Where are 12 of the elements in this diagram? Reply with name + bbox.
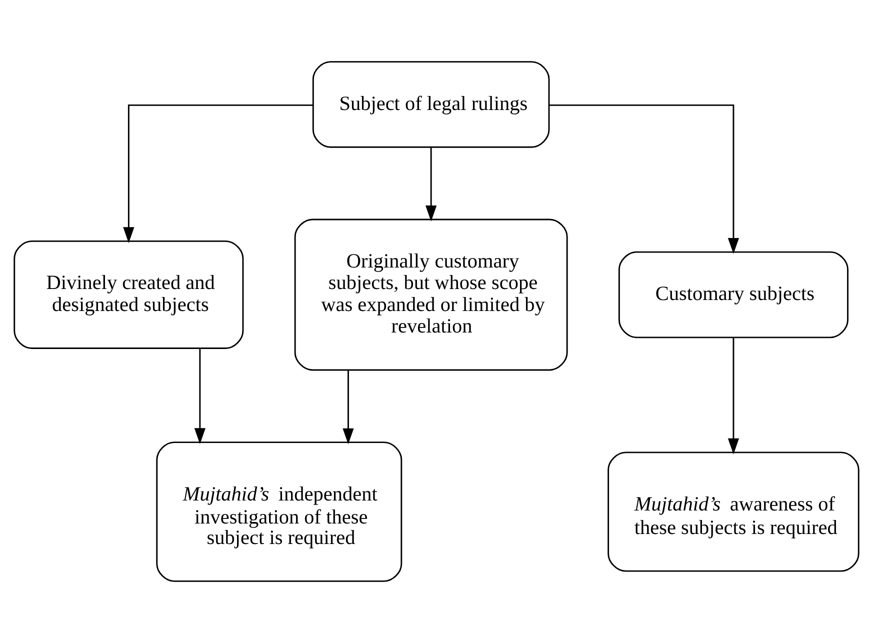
arrow	[728, 337, 740, 454]
arrow	[426, 146, 437, 221]
node-box: Originally customary subjects, but whose scope was expanded or limited by revelation	[294, 218, 568, 370]
node-box: Mujtahid’s independent investigation of these subject is required	[156, 441, 402, 582]
arrow	[194, 348, 206, 444]
node-box: Mujtahid’s awareness of these subjects is required	[608, 451, 860, 572]
arrow	[342, 370, 354, 444]
node-box: Customary subjects	[618, 250, 848, 338]
node-box: Subject of legal rulings	[312, 60, 550, 148]
arrow	[123, 104, 313, 243]
arrow	[549, 104, 740, 254]
node-box: Divinely created and designated subjects	[14, 240, 244, 348]
